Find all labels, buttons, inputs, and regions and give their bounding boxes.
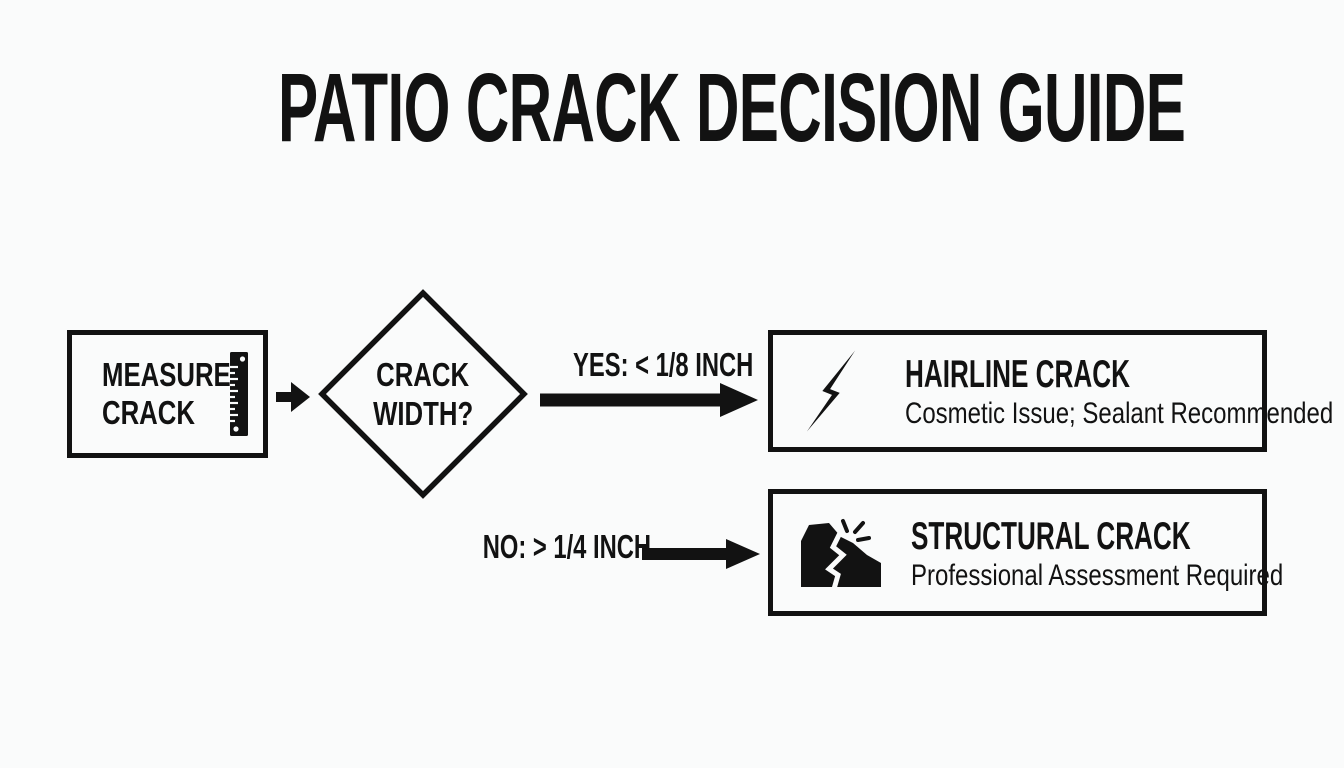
crack-width-label: CRACK WIDTH?	[372, 356, 474, 432]
yes-arrow-right-icon	[540, 383, 758, 417]
outcome-description: Professional Assessment Required	[911, 558, 1284, 592]
arrow-right-icon	[276, 382, 310, 412]
outcome-title: HAIRLINE CRACK	[905, 353, 1131, 396]
no-arrow-right-icon	[642, 539, 760, 569]
yes-branch-label: YES: < 1/8 INCH	[573, 346, 754, 383]
structural-card-text: STRUCTURAL CRACK Professional Assessment…	[911, 514, 1344, 592]
diamond-shape	[318, 289, 528, 499]
ruler-icon	[230, 352, 248, 436]
hairline-crack-card: HAIRLINE CRACK Cosmetic Issue; Sealant R…	[768, 330, 1333, 452]
hairline-card-text: HAIRLINE CRACK Cosmetic Issue; Sealant R…	[905, 352, 1344, 430]
measure-crack-label: MEASURE CRACK	[102, 356, 231, 431]
structural-crack-card: STRUCTURAL CRACK Professional Assessment…	[768, 489, 1283, 616]
page-title: PATIO CRACK DECISION GUIDE	[278, 53, 1186, 162]
measure-crack-node: MEASURE CRACK	[67, 330, 268, 458]
hairline-crack-icon	[806, 350, 856, 432]
no-branch-label: NO: > 1/4 INCH	[482, 528, 652, 565]
broken-slab-icon	[801, 518, 881, 589]
outcome-title: STRUCTURAL CRACK	[911, 514, 1191, 558]
crack-width-decision-node: CRACK WIDTH?	[317, 288, 529, 500]
outcome-description: Cosmetic Issue; Sealant Recommended	[905, 397, 1334, 430]
